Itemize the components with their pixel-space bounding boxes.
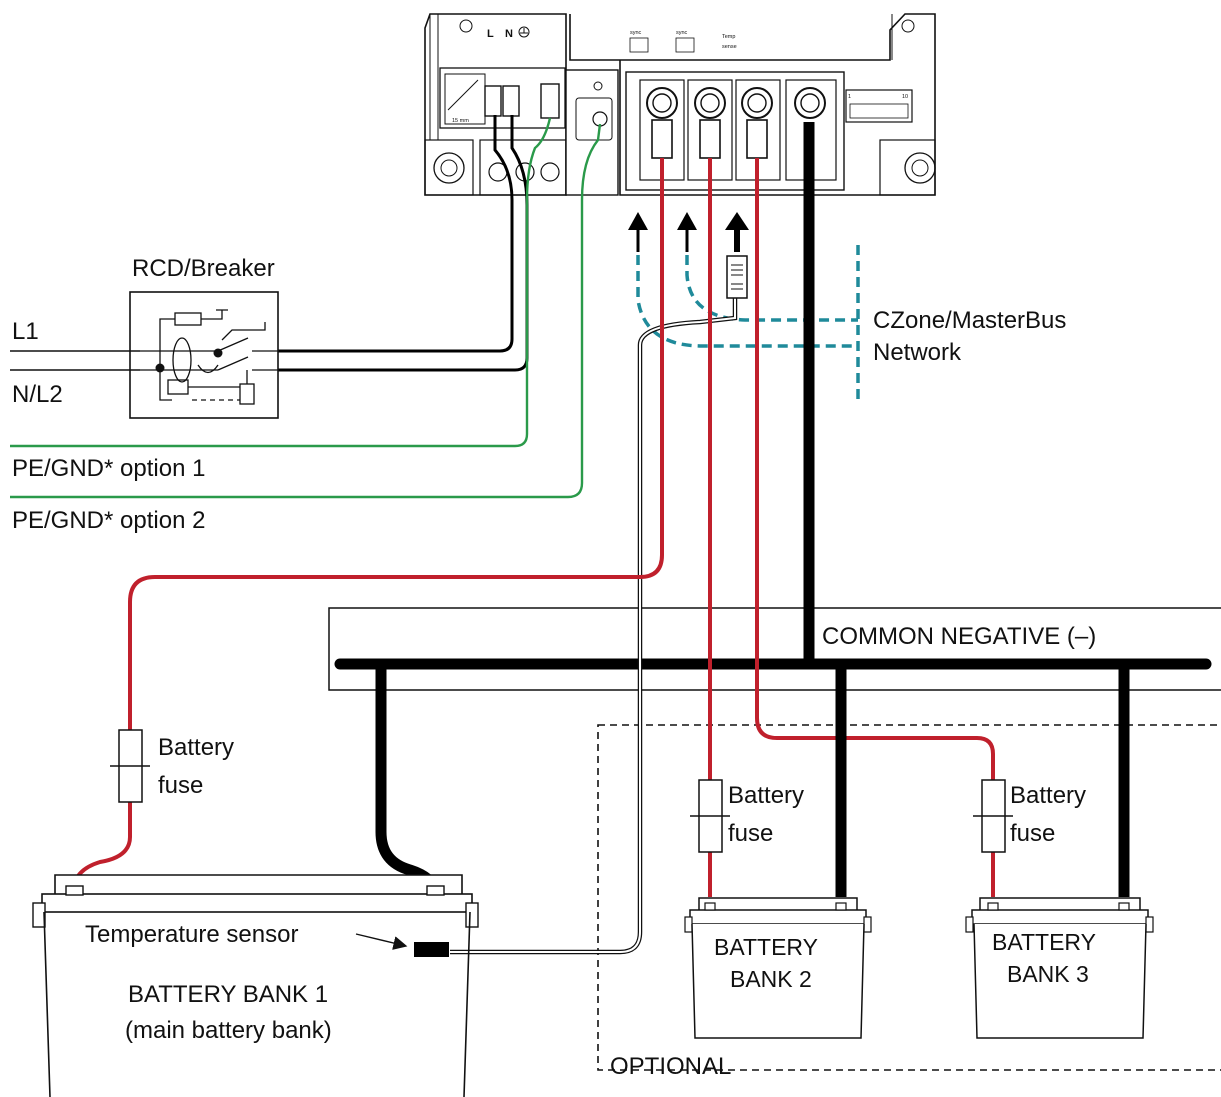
temperature-sensor — [414, 942, 449, 957]
battery-bank-1 — [32, 874, 479, 1097]
network-cables — [636, 245, 860, 405]
dip-switch: 1 10 — [845, 89, 913, 123]
dc-terminal-negative — [785, 79, 837, 181]
fuse1-label-line2: fuse — [158, 772, 203, 799]
sense-label: sense — [722, 44, 737, 50]
svg-text:15 mm: 15 mm — [452, 118, 469, 124]
rcd-title: RCD/Breaker — [132, 255, 275, 282]
ac-line1-label: L1 — [12, 318, 39, 345]
bus-label: COMMON NEGATIVE (–) — [822, 623, 1096, 650]
dc-terminal-output-1 — [639, 79, 685, 181]
battery-bank-2 — [684, 897, 872, 1039]
pe-option1-label: PE/GND* option 1 — [12, 455, 205, 482]
common-negative-bus — [328, 607, 1221, 691]
network-upload-arrows — [628, 212, 749, 252]
sensor-label: Temperature sensor — [85, 921, 298, 948]
fuse2-label-line1: Battery — [728, 782, 804, 809]
temp-label: Temp — [722, 34, 735, 40]
battery-bank-3 — [965, 897, 1154, 1039]
rcd-breaker — [125, 291, 279, 419]
bank2-label-line2: BANK 2 — [730, 966, 812, 992]
fuse2-label-line2: fuse — [728, 820, 773, 847]
terminal-n-label: N — [505, 28, 513, 40]
bank3-label-line2: BANK 3 — [1007, 961, 1089, 987]
temp-sensor-cable — [450, 255, 748, 955]
fuse1-label-line1: Battery — [158, 734, 234, 761]
fuse-2 — [690, 779, 730, 853]
charger-device: L N 15 mm sync sync Temp — [424, 13, 936, 196]
ground-wiring — [10, 117, 602, 499]
network-label-line1: CZone/MasterBus — [873, 307, 1066, 334]
fuse3-label-line1: Battery — [1010, 782, 1086, 809]
bank1-label-line1: BATTERY BANK 1 — [128, 981, 328, 1008]
sync2-label: sync — [676, 30, 688, 36]
network-label-line2: Network — [873, 339, 962, 366]
bank2-label-line1: BATTERY — [714, 934, 818, 960]
pe-option2-label: PE/GND* option 2 — [12, 507, 205, 534]
bank3-label-line1: BATTERY — [992, 929, 1096, 955]
ac-line2-label: N/L2 — [12, 381, 63, 408]
sensor-pointer — [355, 933, 408, 950]
fuse-3 — [973, 779, 1013, 853]
fuse-1 — [110, 729, 150, 803]
positive-cables — [72, 158, 995, 897]
dip-left-label: 1 — [848, 94, 851, 100]
sync-label: sync — [630, 30, 642, 36]
ground-symbol-icon — [518, 26, 530, 38]
terminal-l-label: L — [487, 28, 494, 40]
optional-label: OPTIONAL — [610, 1053, 731, 1080]
fuse3-label-line2: fuse — [1010, 820, 1055, 847]
negative-cables — [375, 664, 1130, 897]
dip-right-label: 10 — [902, 94, 908, 100]
bank1-label-line2: (main battery bank) — [125, 1017, 332, 1044]
dc-terminal-output-2 — [687, 79, 733, 181]
